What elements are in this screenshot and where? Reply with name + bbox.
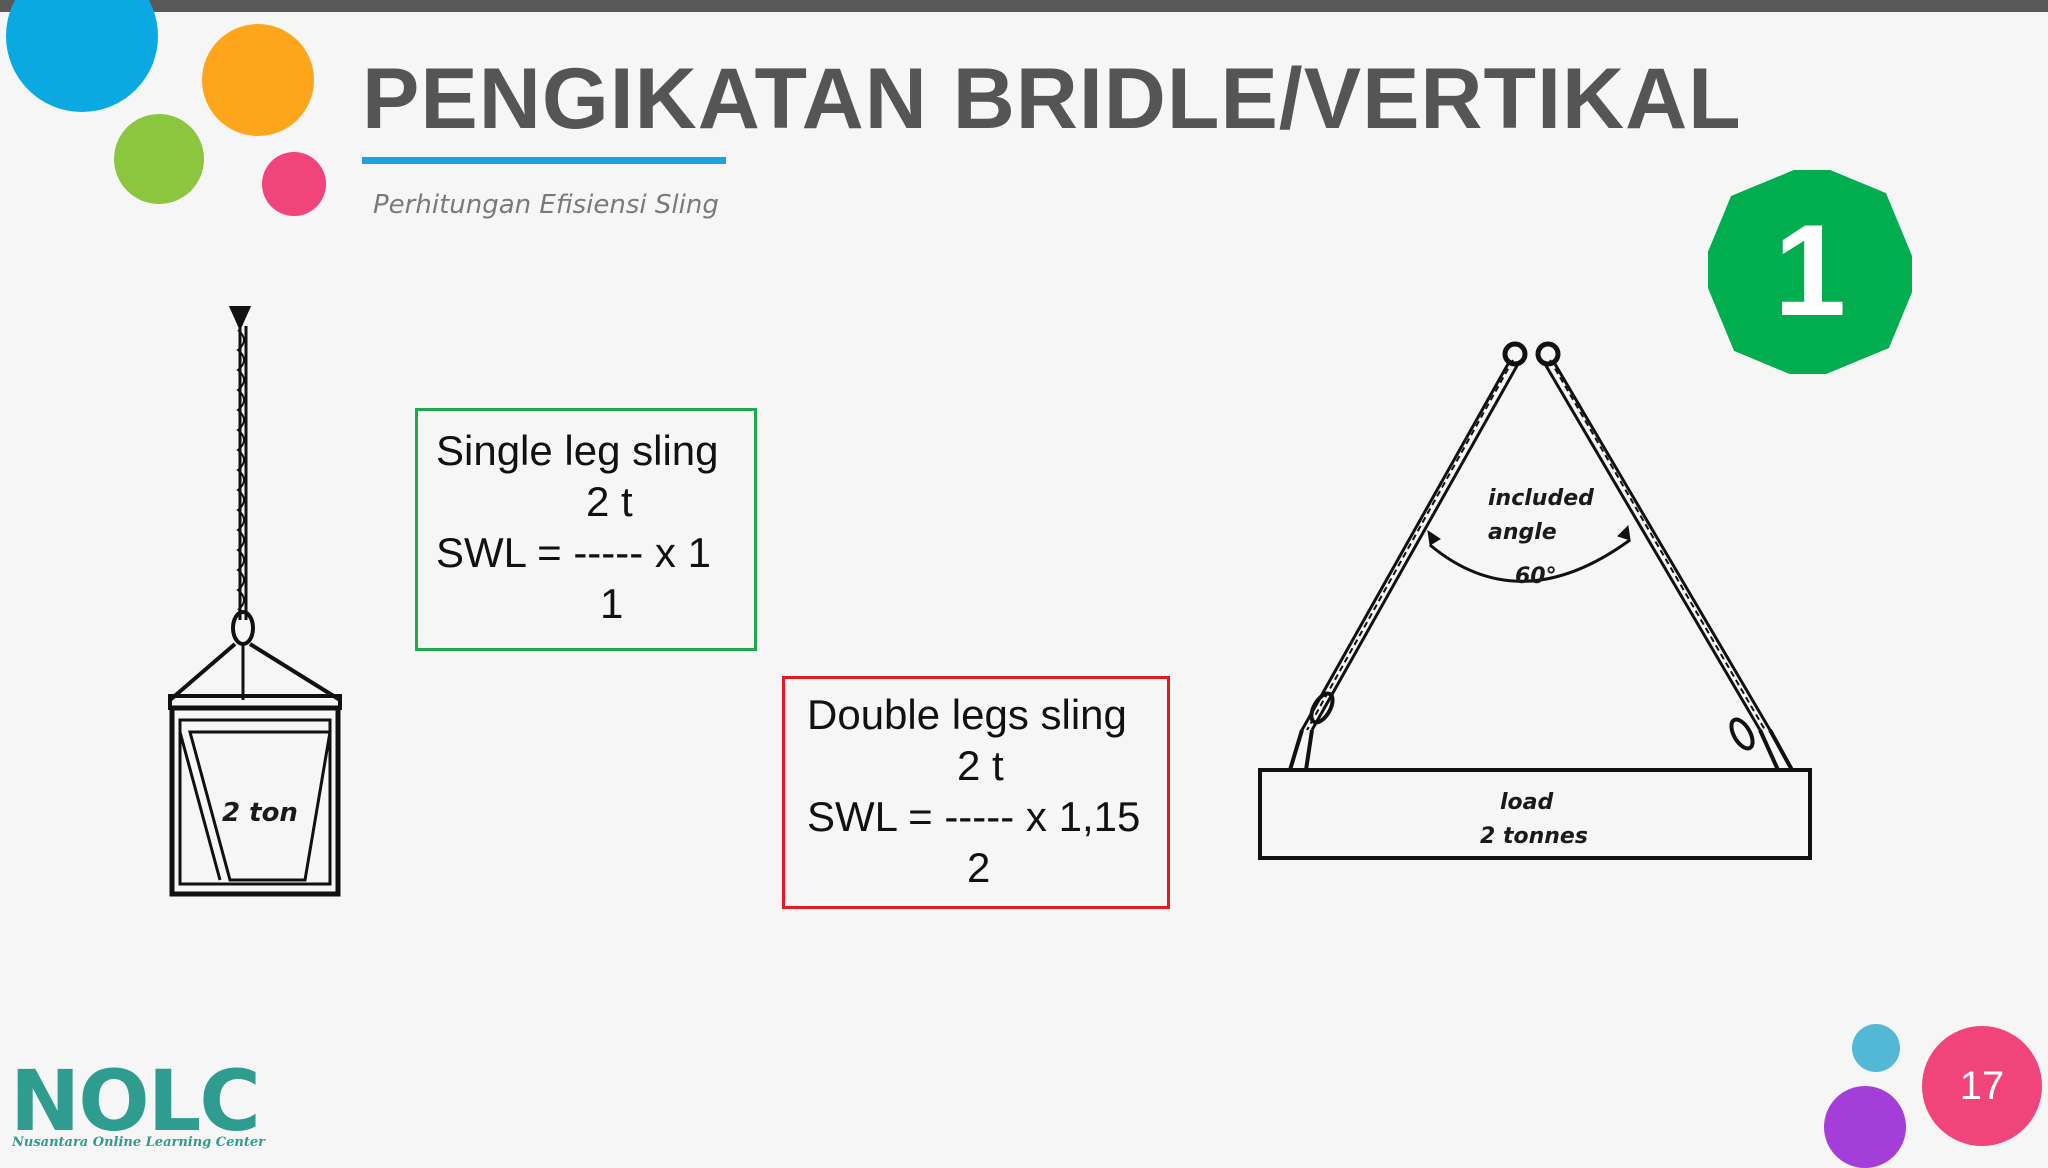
double-leg-load-label-line2: 2 tonnes [1480,824,1588,849]
nolc-logo: NOLC [10,1052,261,1150]
double-leg-sling-figure [1258,341,1812,860]
single-leg-load-label: 2 ton [222,798,298,828]
single-leg-title: Single leg sling [436,427,719,474]
double-leg-formula-box: Double legs sling 2 t SWL = ----- x 1,15… [782,676,1170,909]
double-leg-title: Double legs sling [807,691,1127,738]
decor-dot-purple [1824,1086,1906,1168]
decor-dot-green [114,114,204,204]
angle-value-label: 60° [1515,564,1557,589]
double-leg-denominator: 2 [967,844,991,891]
title-underline [362,157,726,164]
decor-dot-lightblue [1852,1024,1900,1072]
decor-dot-pink [262,152,326,216]
included-angle-label-line2: angle [1488,520,1557,545]
included-angle-label-line1: included [1488,486,1594,511]
double-leg-numerator: 2 t [957,742,1004,789]
single-leg-swl-formula: SWL = ----- x 1 [436,529,711,576]
nolc-logo-tagline: Nusantara Online Learning Center [12,1135,265,1150]
number-badge [1708,170,1912,374]
decor-dot-blue [6,0,158,112]
double-leg-swl-formula: SWL = ----- x 1,15 [807,793,1141,840]
slide-subtitle: Perhitungan Efisiensi Sling [373,190,719,220]
decor-dot-orange [202,24,314,136]
single-leg-denominator: 1 [600,580,624,627]
slide-title: PENGIKATAN BRIDLE/VERTIKAL [362,51,1742,147]
top-bar [0,0,2048,12]
single-leg-sling-figure [168,306,342,897]
single-leg-numerator: 2 t [586,478,633,525]
badge-number: 1 [1773,197,1847,343]
page-number-badge: 17 [1922,1026,2042,1146]
double-leg-load-label-line1: load [1500,790,1554,815]
single-leg-formula-box: Single leg sling 2 t SWL = ----- x 1 1 [415,408,757,651]
